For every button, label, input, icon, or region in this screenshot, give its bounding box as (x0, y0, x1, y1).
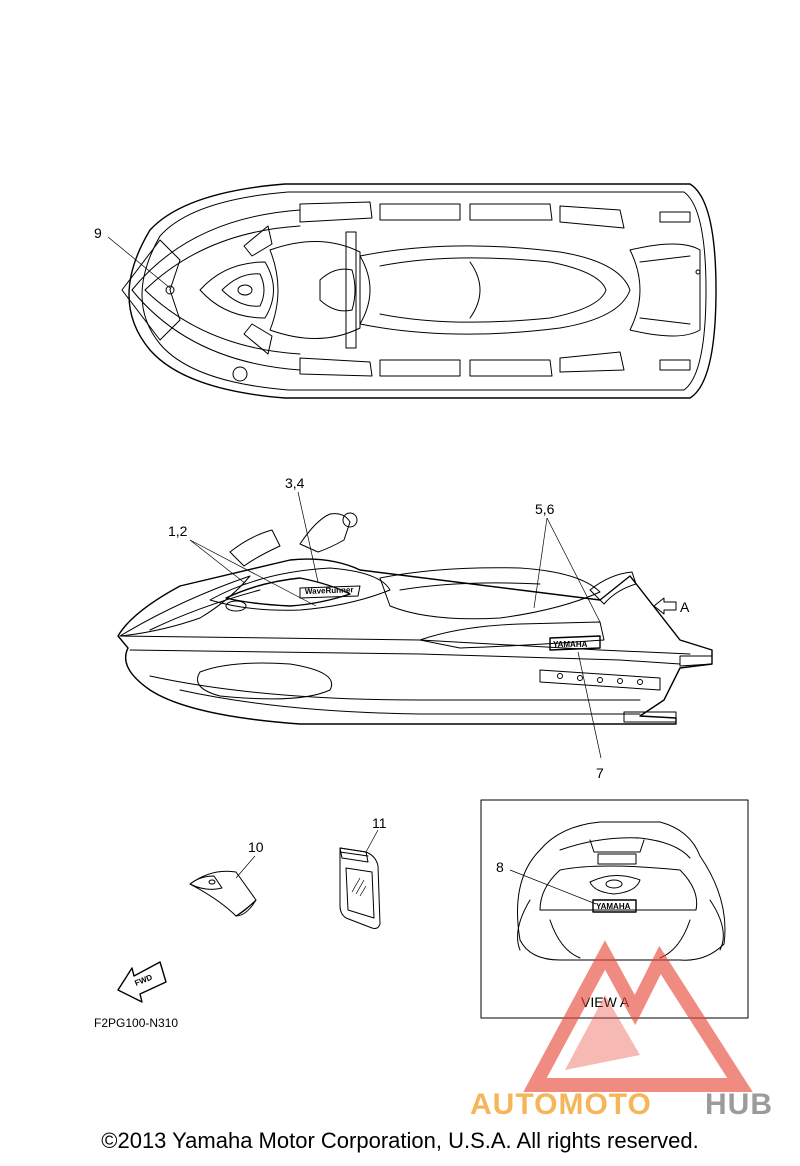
svg-text:WaveRunner: WaveRunner (305, 585, 354, 596)
watermark-logo: AUTOMOTO HUB (470, 940, 773, 1121)
callout-11: 11 (372, 815, 387, 831)
view-a-panel: YAMAHA (480, 799, 749, 1019)
watercraft-side-view: WaveRunner YAMAHA (117, 491, 713, 759)
callout-8: 8 (496, 859, 504, 875)
diagram-code: F2PG100-N310 (94, 1016, 178, 1030)
fwd-arrow-icon: FWD (117, 961, 167, 1003)
watermark-text-primary: AUTOMOTO (470, 1088, 652, 1121)
hull-vents (539, 669, 661, 691)
part-10-pouch (189, 855, 257, 917)
callout-5-6: 5,6 (535, 501, 555, 517)
view-a-caption: VIEW A (581, 994, 630, 1010)
callout-10: 10 (248, 839, 264, 855)
callout-7: 7 (596, 765, 604, 781)
svg-text:YAMAHA: YAMAHA (553, 640, 588, 649)
part-11-document-bag (339, 829, 381, 929)
callout-3-4: 3,4 (285, 475, 305, 491)
view-a-decal-text: YAMAHA (596, 902, 631, 911)
callout-1-2: 1,2 (168, 523, 188, 539)
callout-9: 9 (94, 225, 102, 241)
copyright-notice: ©2013 Yamaha Motor Corporation, U.S.A. A… (101, 1128, 699, 1153)
watermark-text-secondary: HUB (705, 1088, 773, 1121)
watercraft-top-view (107, 183, 717, 399)
view-arrow-label: A (680, 599, 690, 615)
